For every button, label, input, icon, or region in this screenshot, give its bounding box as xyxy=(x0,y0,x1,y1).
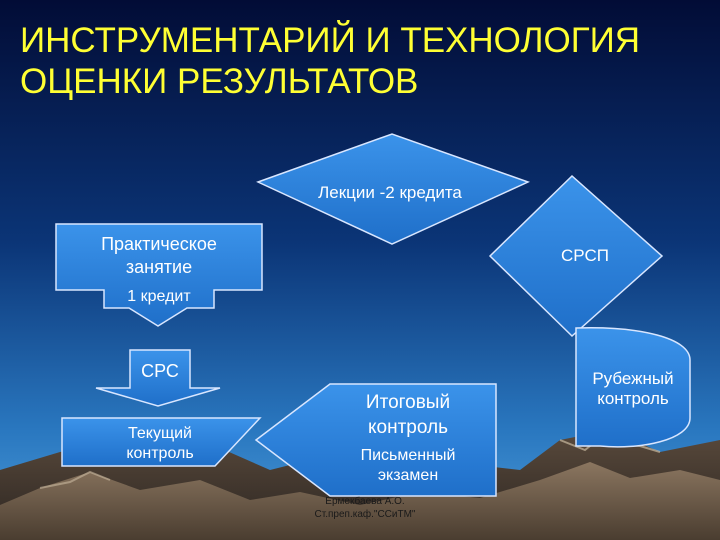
current-control-shape xyxy=(61,417,262,467)
author-line-1: Ермекбаева А.О. xyxy=(325,496,405,507)
final-exam-label: Письменный экзамен xyxy=(318,446,498,486)
final-control-shape xyxy=(254,383,497,497)
srsp-text: СРСП xyxy=(561,246,609,265)
srs-shape xyxy=(95,349,221,407)
practical-line-2: занятие xyxy=(125,257,193,277)
srsp-shape xyxy=(488,174,664,338)
slide-title: ИНСТРУМЕНТАРИЙ И ТЕХНОЛОГИЯ ОЦЕНКИ РЕЗУЛ… xyxy=(20,20,700,102)
title-line-1: ИНСТРУМЕНТАРИЙ И ТЕХНОЛОГИЯ xyxy=(20,21,641,60)
author-credit: Ермекбаева А.О. Ст.преп.каф."ССиТМ" xyxy=(290,495,440,521)
final-line-1: Итоговый xyxy=(365,392,451,413)
final-line-3: Письменный xyxy=(360,447,456,464)
srs-text: СРС xyxy=(141,361,179,381)
final-line-2: контроль xyxy=(368,417,448,438)
midterm-line-2: контроль xyxy=(597,389,669,408)
mountain-range-front xyxy=(0,462,720,540)
srsp-label: СРСП xyxy=(540,246,630,266)
final-control-label: Итоговый контроль xyxy=(318,390,498,440)
lectures-label: Лекции -2 кредита xyxy=(270,183,510,203)
practical-credit-label: 1 кредит xyxy=(100,287,218,307)
author-line-2: Ст.преп.каф."ССиТМ" xyxy=(314,509,416,520)
midterm-line-1: Рубежный xyxy=(592,369,674,388)
title-line-2: ОЦЕНКИ РЕЗУЛЬТАТОВ xyxy=(20,62,419,101)
midterm-control-label: Рубежный контроль xyxy=(574,369,692,409)
current-line-2: контроль xyxy=(126,445,194,462)
lectures-text: Лекции -2 кредита xyxy=(318,183,462,202)
practical-credit-text: 1 кредит xyxy=(127,288,191,305)
practical-lesson-shape xyxy=(55,223,263,327)
srs-label: СРС xyxy=(120,360,200,382)
midterm-control-shape xyxy=(575,327,691,448)
current-line-1: Текущий xyxy=(128,425,192,442)
current-control-label: Текущий контроль xyxy=(90,424,230,464)
final-line-4: экзамен xyxy=(377,467,439,484)
practical-line-1: Практическое xyxy=(101,234,217,254)
practical-lesson-label: Практическое занятие xyxy=(56,233,262,279)
lectures-shape xyxy=(256,133,531,245)
